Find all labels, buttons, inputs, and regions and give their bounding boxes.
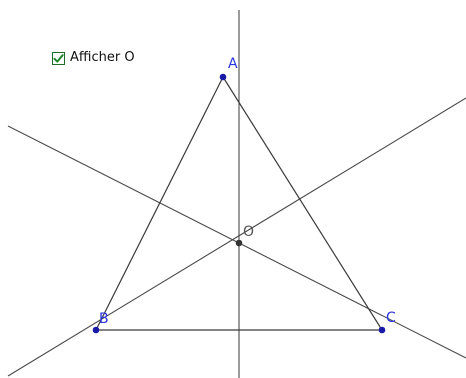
label-b: B <box>99 311 109 327</box>
segment-ab[interactable] <box>95 76 224 331</box>
label-a: A <box>228 56 238 72</box>
line-through-b[interactable] <box>7 97 466 377</box>
point-o[interactable] <box>235 239 243 247</box>
point-b[interactable] <box>92 326 100 334</box>
checkbox-box[interactable] <box>52 51 65 65</box>
point-c[interactable] <box>378 326 386 334</box>
checkmark-icon <box>53 53 64 63</box>
show-o-checkbox[interactable]: Afficher O <box>52 50 135 66</box>
segment-ac[interactable] <box>222 76 383 331</box>
checkbox-label: Afficher O <box>70 50 135 65</box>
label-c: C <box>386 310 396 326</box>
point-a[interactable] <box>219 73 227 81</box>
label-o: O <box>243 224 254 240</box>
